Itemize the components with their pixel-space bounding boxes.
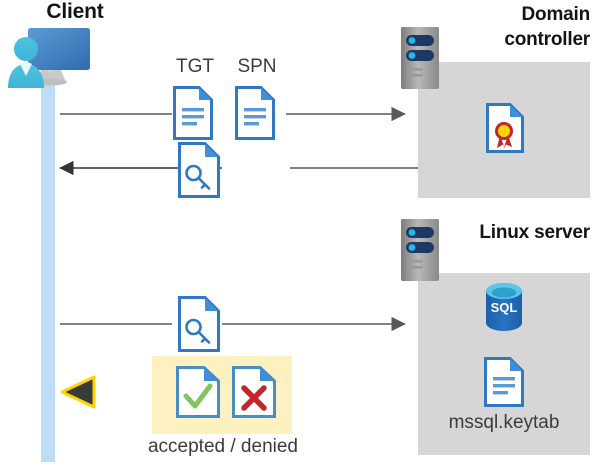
domain-controller-title-line2: controller — [504, 29, 590, 50]
accepted-document-icon — [176, 366, 220, 418]
sql-database-icon: SQL — [486, 283, 522, 331]
result-label: accepted / denied — [147, 436, 298, 457]
client-lifeline — [41, 76, 55, 462]
keytab-filename-label: mssql.keytab — [448, 412, 560, 433]
domain-controller-title-line1: Domain — [521, 4, 591, 25]
service-ticket-key-document-icon — [178, 296, 220, 352]
key-document-icon — [178, 142, 220, 198]
spn-document-icon — [235, 86, 275, 140]
tgt-document-icon — [173, 86, 213, 140]
server-rack-icon-linux-server — [401, 219, 439, 281]
linux-server-title: Linux server — [479, 222, 590, 243]
keytab-document-icon — [484, 357, 524, 407]
certificate-document-icon — [486, 103, 524, 153]
server-rack-icon-domain-controller — [401, 27, 439, 89]
denied-document-icon — [232, 366, 276, 418]
client-workstation-icon — [8, 28, 90, 88]
svg-text:SQL: SQL — [491, 300, 518, 315]
spn-label: SPN — [237, 56, 277, 77]
tgt-label: TGT — [176, 56, 214, 77]
client-title: Client — [46, 0, 104, 23]
domain-controller-title: Domain controller — [430, 2, 590, 52]
